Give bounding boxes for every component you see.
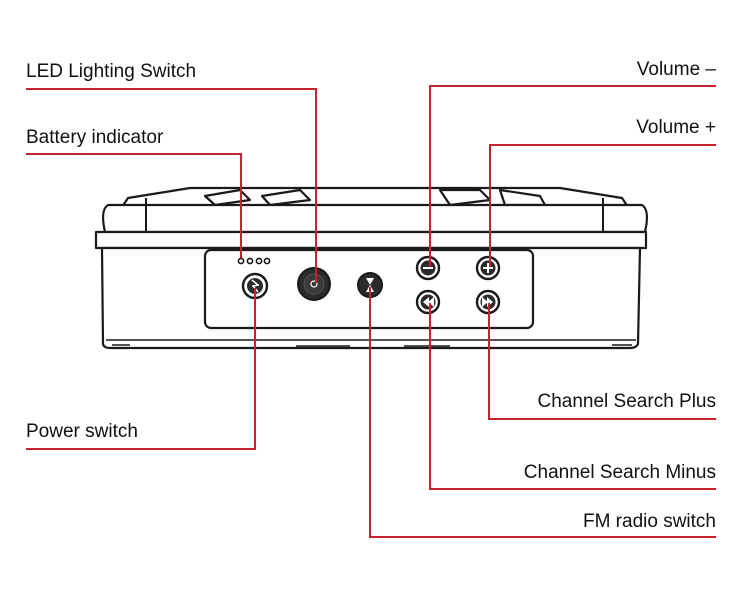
led-button[interactable] <box>297 267 331 301</box>
leader-channel-search-plus <box>488 303 716 420</box>
label-battery-indicator: Battery indicator <box>26 127 164 148</box>
leader-battery-indicator <box>26 153 242 258</box>
label-fm-radio-switch: FM radio switch <box>582 511 716 532</box>
leader-channel-search-minus <box>429 303 716 490</box>
fm-icon <box>366 278 374 292</box>
leader-lines <box>26 85 716 538</box>
channel-minus-button[interactable] <box>415 289 441 315</box>
leader-fm-radio-switch <box>369 287 716 538</box>
device-body <box>94 186 649 350</box>
label-power-switch: Power switch <box>26 421 138 442</box>
label-volume-plus: Volume + <box>636 117 716 138</box>
leader-volume-minus <box>429 85 716 267</box>
volume-plus-button[interactable] <box>475 255 501 281</box>
plus-icon <box>483 263 493 273</box>
label-channel-search-plus: Channel Search Plus <box>537 391 717 412</box>
leader-volume-plus <box>489 144 716 267</box>
led-icon <box>310 280 318 288</box>
volume-minus-button[interactable] <box>415 255 441 281</box>
previous-icon <box>423 297 434 307</box>
label-volume-minus: Volume – <box>636 59 716 80</box>
label-led-lighting-switch: LED Lighting Switch <box>26 61 197 82</box>
label-channel-search-minus: Channel Search Minus <box>523 462 716 483</box>
next-icon <box>482 297 493 307</box>
battery-indicator-dots <box>237 257 271 265</box>
leader-led-lighting-switch <box>26 88 317 283</box>
leader-power-switch <box>26 288 256 450</box>
